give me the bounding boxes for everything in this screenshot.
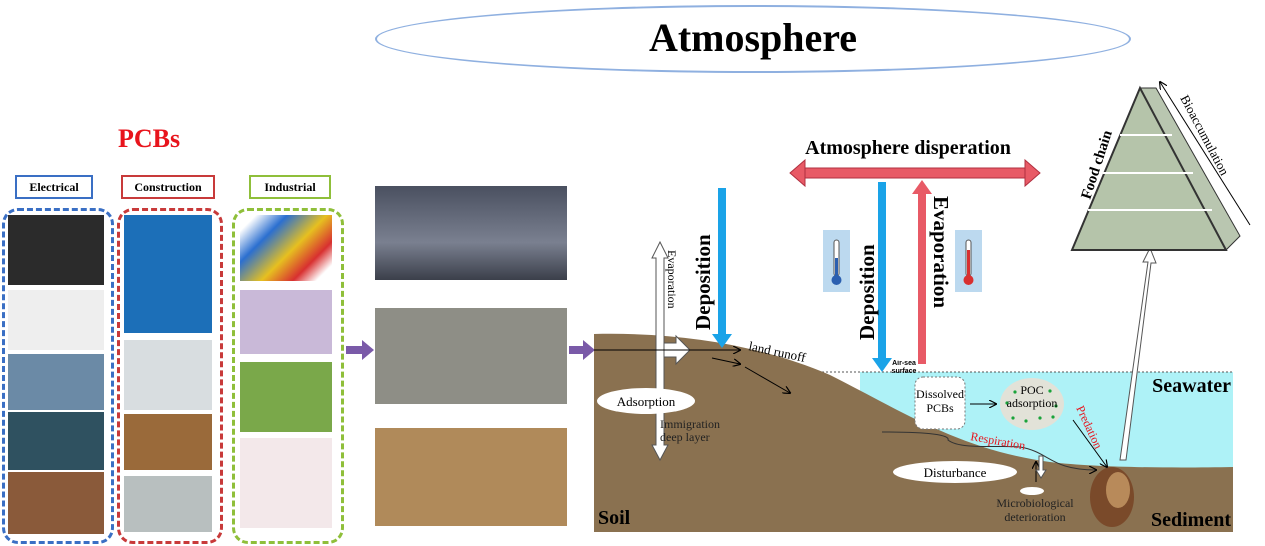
photo-wastewater	[375, 428, 567, 526]
construction-panel	[117, 208, 223, 544]
dissolved-box	[914, 376, 966, 430]
microbio-label: Microbiological deterioration	[996, 496, 1074, 524]
dispersion-arrow	[789, 158, 1041, 188]
adsorption-label: Adsorption	[617, 394, 676, 409]
category-construction: Construction	[121, 175, 215, 199]
category-industrial: Industrial	[249, 175, 331, 199]
photo-baby-bottles	[240, 438, 332, 528]
sea-evaporation-arrow	[912, 180, 932, 364]
food-chain-pyramid	[1070, 85, 1241, 251]
bioaccumulation-arrow	[1160, 82, 1251, 226]
thermometer-hot-icon	[955, 230, 982, 292]
sea-deposition-arrow	[872, 182, 892, 372]
disturbance-label: Disturbance	[924, 465, 987, 480]
seawater-label: Seawater	[1152, 375, 1231, 397]
photo-factory-smoke	[375, 186, 567, 280]
photo-floor	[124, 476, 212, 532]
photo-capacitors	[8, 290, 104, 350]
microbio-ellipse	[1020, 487, 1044, 495]
photo-circuit-board	[8, 215, 104, 285]
photo-windows	[124, 340, 212, 410]
category-electrical: Electrical	[15, 175, 93, 199]
clam-icon	[1090, 467, 1134, 527]
adsorption-ellipse	[597, 388, 695, 414]
photo-sealant	[124, 414, 212, 470]
land-deposition-label: Deposition	[691, 234, 715, 330]
poc-particles	[1005, 389, 1058, 423]
land-evaporation-label: Evaporation	[665, 250, 679, 309]
photo-waste	[375, 308, 567, 404]
thermometer-cold-icon	[823, 230, 850, 292]
sea-deposition-label: Deposition	[855, 244, 879, 340]
photo-bottles	[240, 290, 332, 354]
air-sea-surface-label: Air-sea surface	[891, 360, 917, 375]
dispersion-label: Atmosphere disperation	[805, 137, 1011, 159]
microbio-down-arrow	[1035, 455, 1047, 479]
land-deposition-arrow	[712, 188, 732, 348]
photo-pesticides	[240, 362, 332, 432]
immigration-label: Immigration deep layer	[660, 418, 720, 444]
runoff-arrow-4	[744, 366, 790, 393]
photo-insulators	[8, 412, 104, 470]
photo-cables	[8, 354, 104, 410]
runoff-arrow-3	[711, 357, 740, 364]
atmosphere-ellipse	[375, 5, 1131, 73]
sea-evaporation-label: Evaporation	[929, 196, 953, 308]
bioaccumulation-transfer-arrow	[1119, 246, 1157, 461]
flow-arrow-1	[346, 340, 374, 360]
photo-barrel	[124, 215, 212, 333]
pcbs-heading: PCBs	[118, 124, 181, 153]
page-title: Atmosphere	[648, 15, 858, 60]
soil-label: Soil	[598, 507, 631, 529]
sediment-label: Sediment	[1151, 509, 1231, 531]
predation-arrow	[1072, 419, 1107, 467]
disturbance-ellipse	[893, 461, 1017, 483]
industrial-panel	[232, 208, 344, 544]
poc-label: POC adsorption	[1006, 384, 1058, 410]
photo-paint	[240, 215, 332, 281]
dissolved-label: Dissolved PCBs	[916, 387, 964, 415]
photo-transformer	[8, 472, 104, 534]
respiration-arrow	[881, 431, 1096, 470]
electrical-panel	[2, 208, 114, 544]
flow-arrow-2	[569, 340, 595, 360]
